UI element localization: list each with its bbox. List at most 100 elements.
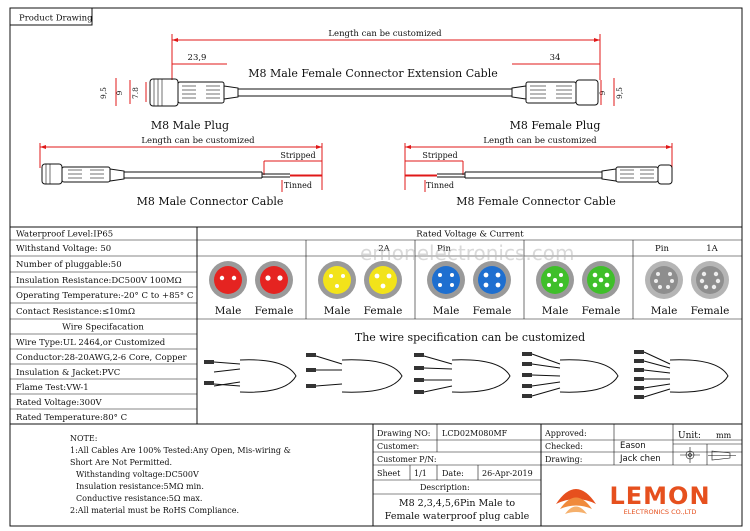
tinned-left-label: Tinned [284, 181, 312, 190]
wire-insulation: Insulation & Jacket:PVC [16, 368, 120, 378]
taper-symbol-icon [708, 450, 736, 461]
rated-sub-5: 1A [706, 244, 718, 254]
dim-95-left: 9,5 [99, 87, 108, 99]
unit-value: mm [716, 431, 732, 440]
male-plug-label: M8 Male Plug [151, 119, 229, 132]
connector-face-grey-male [645, 261, 683, 299]
pair-4-male-label: Male [651, 305, 678, 317]
sheet-label: Sheet [377, 469, 401, 478]
date-value: 26-Apr-2019 [482, 469, 533, 478]
pair-0-female-label: Female [255, 305, 294, 317]
stripped-right-label: Stripped [422, 151, 457, 160]
female-connector-cable-label: M8 Female Connector Cable [456, 195, 616, 208]
notes-title: NOTE: [70, 434, 97, 443]
spec-pluggable: Number of pluggable:50 [16, 260, 122, 270]
pair-3-female-label: Female [582, 305, 621, 317]
logo-sub: ELECTRONICS CO.,LTD [624, 508, 697, 516]
customer-label: Customer: [377, 442, 419, 451]
wire-spec-heading: Wire Specifacation [62, 323, 144, 333]
connector-face-red-female [255, 261, 293, 299]
connector-face-blue-female [473, 261, 511, 299]
pair-2-female-label: Female [473, 305, 512, 317]
notes-block: NOTE: 1:All Cables Are 100% Tested:Any O… [70, 434, 291, 515]
length-left-label: Length can be customized [141, 136, 255, 146]
male-connector-cable-drawing: Length can be customized Stripped Tinned… [39, 136, 323, 208]
wire-bundle-2-core [204, 359, 297, 393]
drawing-label: Drawing: [545, 455, 582, 464]
wire-bundle-6-core [634, 350, 729, 399]
spec-table: Waterproof Level:IP65 Withstand Voltage:… [10, 226, 742, 425]
rated-sub-2: Pin [437, 244, 451, 254]
connector-face-yellow-male [318, 261, 356, 299]
length-right-label: Length can be customized [483, 136, 597, 146]
unit-label: Unit: [678, 431, 701, 441]
wire-bundle-5-core [522, 352, 619, 398]
note-line-0: 1:All Cables Are 100% Tested:Any Open, M… [70, 446, 291, 455]
wire-conductor: Conductor:28-20AWG,2-6 Core, Copper [16, 353, 187, 363]
checked-label: Checked: [545, 442, 583, 451]
description-line-2: Female waterproof plug cable [385, 511, 530, 522]
wire-rated-voltage: Rated Voltage:300V [16, 398, 102, 408]
tinned-right-label: Tinned [426, 181, 454, 190]
female-connector-cable-drawing: Length can be customized Stripped Tinned… [404, 136, 673, 208]
product-drawing-tag: Product Drawing [19, 14, 93, 24]
length-top-label: Length can be customized [328, 29, 442, 39]
wire-bundle-4-core [414, 353, 511, 394]
connector-face-yellow-female [364, 261, 402, 299]
rated-sub-4: Pin [655, 244, 669, 254]
lemon-logo: LEMON ELECTRONICS CO.,LTD [556, 482, 710, 516]
rated-panel: Rated Voltage & Current 2A Pin Pin 1A Ma… [197, 230, 742, 399]
title-block: Drawing NO: LCD02M080MF Approved: Unit: … [372, 424, 742, 526]
dim-9-right: 9 [598, 90, 607, 95]
connector-face-grey-female [691, 261, 729, 299]
extension-cable-drawing: Length can be customized 23,9 34 M8 Male… [99, 29, 624, 132]
spec-waterproof: Waterproof Level:IP65 [16, 230, 113, 240]
connector-face-red-male [209, 261, 247, 299]
wire-type: Wire Type:UL 2464,or Customized [16, 338, 166, 348]
spec-operating-temp: Operating Temperature:-20° C to +85° C [16, 291, 193, 301]
approved-label: Approved: [544, 429, 587, 438]
pair-1-male-label: Male [324, 305, 351, 317]
logo-text: LEMON [609, 482, 710, 510]
dim-78: 7.8 [131, 87, 140, 99]
wire-flame-test: Flame Test:VW-1 [16, 383, 89, 393]
dim-right: 34 [550, 53, 561, 63]
wire-customized-note: The wire specification can be customized [355, 331, 585, 344]
drawing-no-label: Drawing NO: [377, 429, 430, 438]
drawing-frame [9, 7, 743, 527]
checked-value: Eason [620, 441, 646, 451]
connector-face-green-male [536, 261, 574, 299]
customer-pn-label: Customer P/N: [377, 455, 437, 464]
pair-3-male-label: Male [542, 305, 569, 317]
wire-rated-temp: Rated Temperature:80° C [16, 413, 127, 423]
projection-symbol-icon [680, 447, 700, 463]
note-line-3: Insulation resistance:5MΩ min. [76, 482, 204, 491]
spec-insulation: Insulation Resistance:DC500V 100MΩ [16, 276, 182, 286]
lemon-logo-icon [556, 489, 596, 514]
female-plug-label: M8 Female Plug [510, 119, 601, 132]
pair-0-male-label: Male [215, 305, 242, 317]
cable-title: M8 Male Female Connector Extension Cable [248, 67, 498, 80]
product-drawing-tag-box [9, 7, 93, 26]
drawing-no: LCD02M080MF [442, 429, 508, 438]
description-line-1: M8 2,3,4,5,6Pin Male to [399, 498, 516, 509]
note-line-2: Withstanding voltage:DC500V [76, 470, 199, 479]
pair-2-male-label: Male [433, 305, 460, 317]
spec-withstand-voltage: Withstand Voltage: 50 [16, 244, 111, 254]
dim-9-left: 9 [115, 90, 124, 95]
wire-bundle-3-core [306, 353, 403, 393]
note-line-4: Conductive resistance:5Ω max. [76, 494, 202, 503]
sheet-value: 1/1 [414, 469, 427, 478]
note-line-5: 2:All material must be RoHS Compliance. [70, 506, 239, 515]
rated-sub-1: 2A [378, 244, 390, 254]
pair-1-female-label: Female [364, 305, 403, 317]
connector-face-green-female [582, 261, 620, 299]
rated-header: Rated Voltage & Current [416, 230, 524, 240]
male-connector-cable-label: M8 Male Connector Cable [137, 195, 284, 208]
note-line-1: Short Are Not Permitted. [70, 458, 172, 467]
watermark: emonelectronics.com [360, 241, 574, 265]
dim-95-right: 9,5 [615, 87, 624, 99]
connector-face-blue-male [427, 261, 465, 299]
drawing-value: Jack chen [619, 454, 661, 464]
